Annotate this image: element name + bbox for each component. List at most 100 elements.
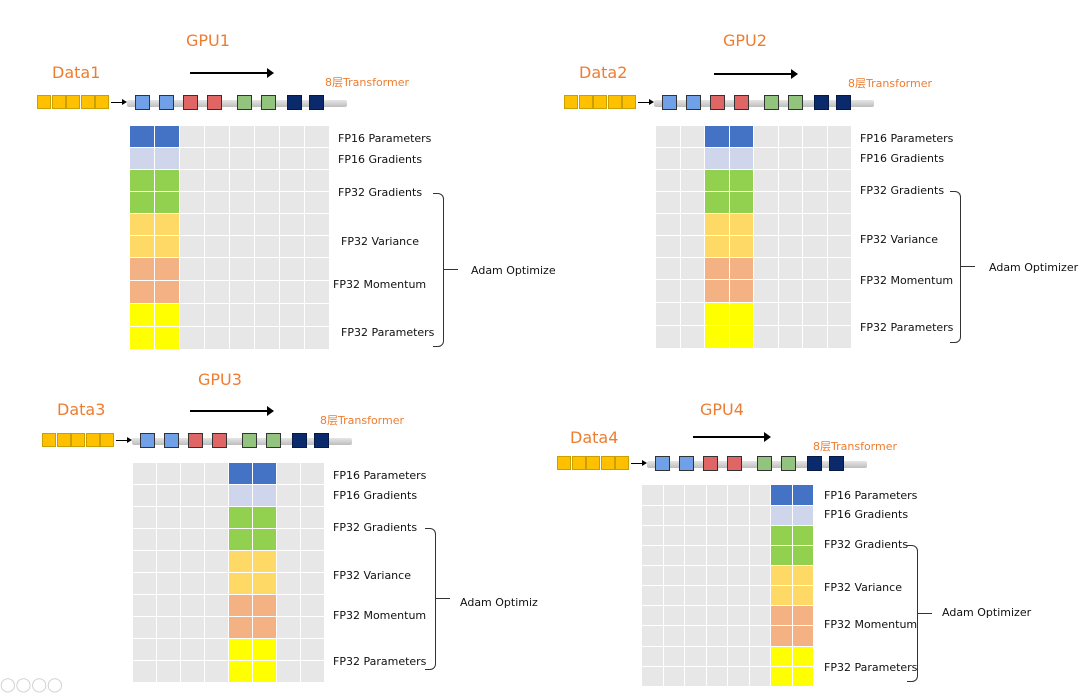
row-label: FP32 Variance (333, 569, 411, 582)
shard-cell (253, 463, 277, 485)
shard-cell (771, 606, 793, 626)
shard-cell (771, 526, 793, 546)
grid-cell (778, 170, 803, 192)
grid-cell (301, 595, 325, 617)
row-label: FP16 Parameters (338, 132, 432, 145)
row-label: FP16 Parameters (860, 132, 954, 145)
data-block (71, 433, 85, 447)
shard-cell (253, 507, 277, 529)
row-label: FP32 Gradients (333, 521, 418, 534)
grid-cell (255, 327, 280, 350)
shard-cell (771, 546, 793, 566)
transformer-layer (164, 433, 179, 448)
grid-cell (827, 126, 852, 148)
grid-cell (301, 529, 325, 551)
grid-cell (205, 214, 230, 236)
grid-cell (706, 566, 728, 586)
grid-cell (680, 192, 705, 214)
shard-cell (155, 148, 180, 170)
grid-cell (663, 647, 685, 667)
grid-cell (827, 303, 852, 326)
grid-cell (181, 573, 205, 595)
data-block (593, 95, 607, 109)
shard-cell (130, 214, 155, 236)
row-label: FP16 Parameters (824, 489, 918, 502)
shard-cell (229, 485, 253, 507)
grid-cell (728, 626, 750, 647)
shard-cell (155, 304, 180, 327)
shard-cell (792, 647, 814, 667)
transformer-layer (212, 433, 227, 448)
shard-cell (705, 126, 730, 148)
transformer-layer (237, 95, 252, 110)
shard-cell (229, 463, 253, 485)
data-block (100, 433, 114, 447)
data-label: Data2 (579, 63, 628, 82)
grid-cell (728, 526, 750, 546)
shard-cell (253, 485, 277, 507)
grid-cell (230, 148, 255, 170)
grid-cell (133, 639, 157, 661)
grid-cell (133, 617, 157, 639)
grid-cell (685, 586, 707, 606)
grid-cell (685, 626, 707, 647)
grid-cell (280, 327, 305, 350)
grid-cell (803, 148, 828, 170)
shard-cell (771, 667, 793, 687)
grid-cell (656, 170, 681, 192)
grid-cell (133, 551, 157, 573)
row-label: FP16 Gradients (860, 152, 945, 165)
shard-cell (771, 506, 793, 526)
grid-cell (778, 126, 803, 148)
grid-cell (133, 485, 157, 507)
shard-cell (155, 327, 180, 350)
shard-cell (155, 281, 180, 304)
data-block (622, 95, 636, 109)
grid-cell (642, 566, 664, 586)
row-label: FP32 Parameters (824, 661, 918, 674)
transformer-layer (662, 95, 677, 110)
grid-cell (280, 126, 305, 148)
transformer-layer (655, 456, 670, 471)
grid-cell (728, 606, 750, 626)
shard-cell (155, 214, 180, 236)
data-block (586, 456, 600, 470)
grid-cell (642, 626, 664, 647)
shard-cell (155, 192, 180, 214)
grid-cell (277, 573, 301, 595)
grid-cell (827, 148, 852, 170)
transformer-layer (814, 95, 829, 110)
grid-cell (827, 170, 852, 192)
shard-cell (130, 126, 155, 148)
grid-cell (305, 327, 330, 350)
row-label: FP16 Parameters (333, 469, 427, 482)
grid-cell (230, 304, 255, 327)
grid-cell (205, 617, 229, 639)
grid-cell (305, 148, 330, 170)
grid-cell (301, 551, 325, 573)
forward-arrow (693, 432, 771, 442)
shard-cell (229, 617, 253, 639)
grid-cell (656, 236, 681, 258)
adam-brace (433, 193, 444, 347)
row-label: FP32 Gradients (338, 186, 423, 199)
grid-cell (255, 192, 280, 214)
grid-cell (656, 326, 681, 349)
transformer-label: 8层Transformer (848, 77, 933, 90)
grid-cell (803, 170, 828, 192)
grid-cell (277, 551, 301, 573)
grid-cell (277, 485, 301, 507)
grid-cell (706, 586, 728, 606)
shard-cell (130, 170, 155, 192)
grid-cell (133, 463, 157, 485)
shard-cell (130, 327, 155, 350)
grid-cell (754, 148, 779, 170)
row-label: FP16 Gradients (338, 153, 423, 166)
shard-cell (705, 192, 730, 214)
shard-cell (729, 214, 754, 236)
memory-grid (133, 463, 325, 683)
grid-cell (685, 647, 707, 667)
grid-cell (827, 214, 852, 236)
data-block (66, 95, 80, 109)
